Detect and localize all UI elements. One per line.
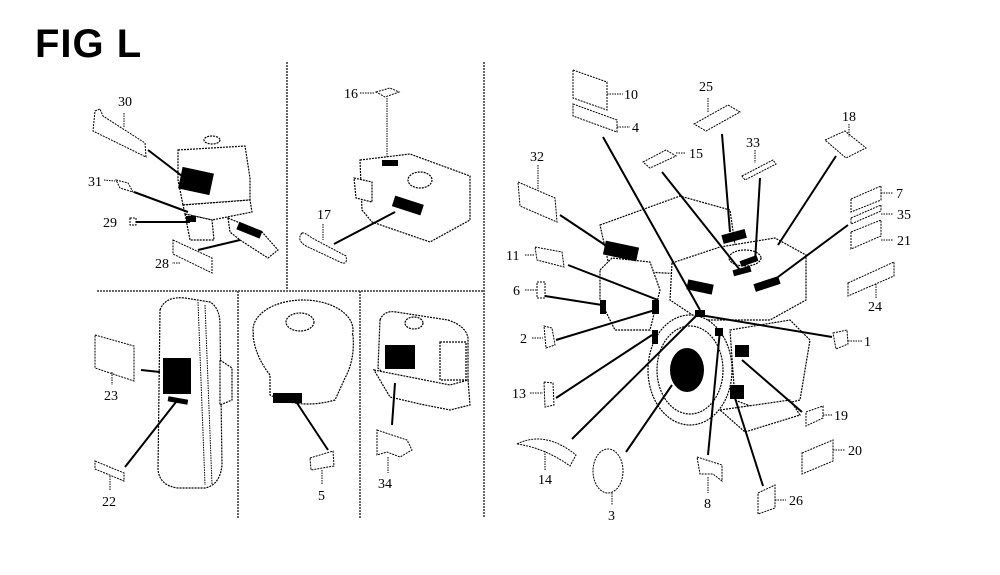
callout-3: 3	[608, 509, 615, 524]
label-5-decal	[296, 402, 335, 485]
callout-30: 30	[118, 95, 132, 110]
engine-assembly	[599, 195, 811, 433]
label-28-decal	[172, 239, 241, 274]
callout-31: 31	[88, 175, 102, 190]
label-34-decal	[376, 382, 413, 473]
callout-29: 29	[103, 216, 117, 231]
callout-24: 24	[868, 300, 882, 315]
panel-dividers	[97, 62, 485, 518]
callout-6: 6	[513, 284, 520, 299]
muffler-assembly	[157, 297, 233, 489]
callout-26: 26	[789, 494, 803, 509]
callout-13: 13	[512, 387, 526, 402]
callout-1: 1	[864, 335, 871, 350]
figure-title: FIG L	[35, 22, 143, 66]
callout-7: 7	[896, 187, 903, 202]
air-cleaner-assembly-a	[353, 153, 471, 243]
callout-28: 28	[155, 257, 169, 272]
callout-15: 15	[689, 147, 703, 162]
callout-10: 10	[624, 88, 638, 103]
label-22-decal	[94, 401, 177, 490]
label-16-decal	[360, 87, 401, 158]
callout-21: 21	[897, 234, 911, 249]
label-17-decal	[299, 211, 396, 264]
label-30-decal	[92, 108, 183, 177]
label-23-decal	[94, 334, 161, 385]
label-31-decal	[103, 179, 189, 213]
callout-2: 2	[520, 332, 527, 347]
callout-11: 11	[506, 249, 519, 264]
callout-33: 33	[746, 136, 760, 151]
callout-35: 35	[897, 208, 911, 223]
callout-22: 22	[102, 495, 116, 510]
callout-20: 20	[848, 444, 862, 459]
callout-19: 19	[834, 409, 848, 424]
callout-18: 18	[842, 110, 856, 125]
callout-8: 8	[704, 497, 711, 512]
callout-17: 17	[317, 208, 331, 223]
label-29-decal	[129, 217, 190, 226]
callout-32: 32	[530, 150, 544, 165]
callout-5: 5	[318, 489, 325, 504]
air-cleaner-assembly-c	[372, 311, 471, 411]
fuel-tank-assembly-a	[177, 135, 279, 259]
air-cleaner-assembly-b	[252, 299, 354, 405]
callout-14: 14	[538, 473, 552, 488]
callout-34: 34	[378, 477, 392, 492]
callout-16: 16	[344, 87, 358, 102]
callout-4: 4	[632, 121, 639, 136]
callout-23: 23	[104, 389, 118, 404]
callout-25: 25	[699, 80, 713, 95]
callout-labels: 30 31 29 28 16 17 10 4 25 15 33 18 32 7 …	[88, 80, 911, 524]
engine-decals	[515, 69, 895, 515]
